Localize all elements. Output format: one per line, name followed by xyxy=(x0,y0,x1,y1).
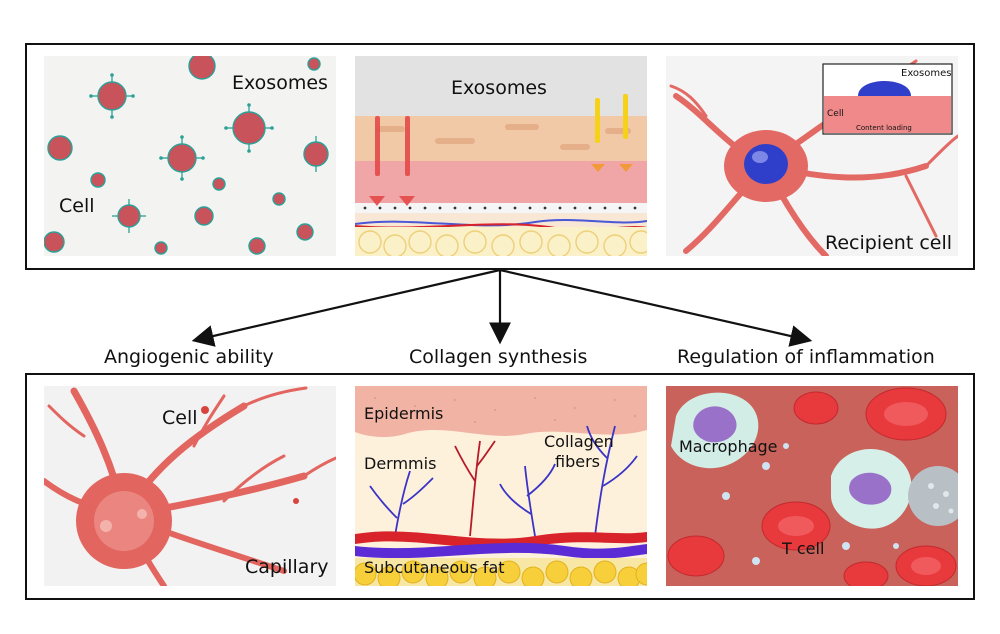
inset-content-loading-label: Content loading xyxy=(856,124,912,132)
exosomes-label: Exosomes xyxy=(451,77,547,99)
recipient-cell-panel: Exosomes Cell Content loading Recipient … xyxy=(666,56,958,256)
capillary-label: Capillary xyxy=(245,556,329,578)
bottom-frame: Cell Capillary xyxy=(25,373,975,600)
skin-cross-section-illustration xyxy=(355,386,647,586)
angiogenic-cell-illustration xyxy=(44,386,336,586)
angiogenic-panel: Cell Capillary xyxy=(44,386,336,586)
heading-collagen-synthesis: Collagen synthesis xyxy=(409,346,588,368)
cell-label: Cell xyxy=(162,407,198,429)
arrow-to-inflammation xyxy=(499,268,813,347)
inflammation-panel: Macrophage T cell xyxy=(666,386,958,586)
t-cell-label: T cell xyxy=(782,539,825,558)
heading-regulation-of-inflammation: Regulation of inflammation xyxy=(677,346,935,368)
exosomes-label: Exosomes xyxy=(232,72,328,94)
exosome-release-panel: Exosomes Cell xyxy=(44,56,336,256)
epidermis-label: Epidermis xyxy=(364,404,444,423)
skin-delivery-panel: Exosomes xyxy=(355,56,647,256)
inset-cell-label: Cell xyxy=(827,109,844,119)
recipient-cell-label: Recipient cell xyxy=(825,232,953,254)
collagen-fibers-label-line2: fibers xyxy=(555,452,600,471)
exosome-cluster-icon xyxy=(44,56,329,255)
immune-cells-illustration xyxy=(667,387,958,586)
cell-label: Cell xyxy=(59,195,95,217)
dermis-label: Dermmis xyxy=(364,454,437,473)
inset-exosomes-label: Exosomes xyxy=(901,68,952,79)
subcutaneous-fat-label: Subcutaneous fat xyxy=(364,558,505,577)
skin-layers-illustration xyxy=(355,94,647,256)
recipient-cell-illustration xyxy=(669,59,958,256)
arrow-to-angiogenic xyxy=(191,268,501,347)
heading-angiogenic-ability: Angiogenic ability xyxy=(104,346,274,368)
collagen-panel: Epidermis Dermmis Collagen fibers Subcut… xyxy=(355,386,647,586)
collagen-fibers-label-line1: Collagen xyxy=(544,432,614,451)
macrophage-label: Macrophage xyxy=(679,437,778,456)
top-frame: Exosomes Cell xyxy=(25,43,975,270)
